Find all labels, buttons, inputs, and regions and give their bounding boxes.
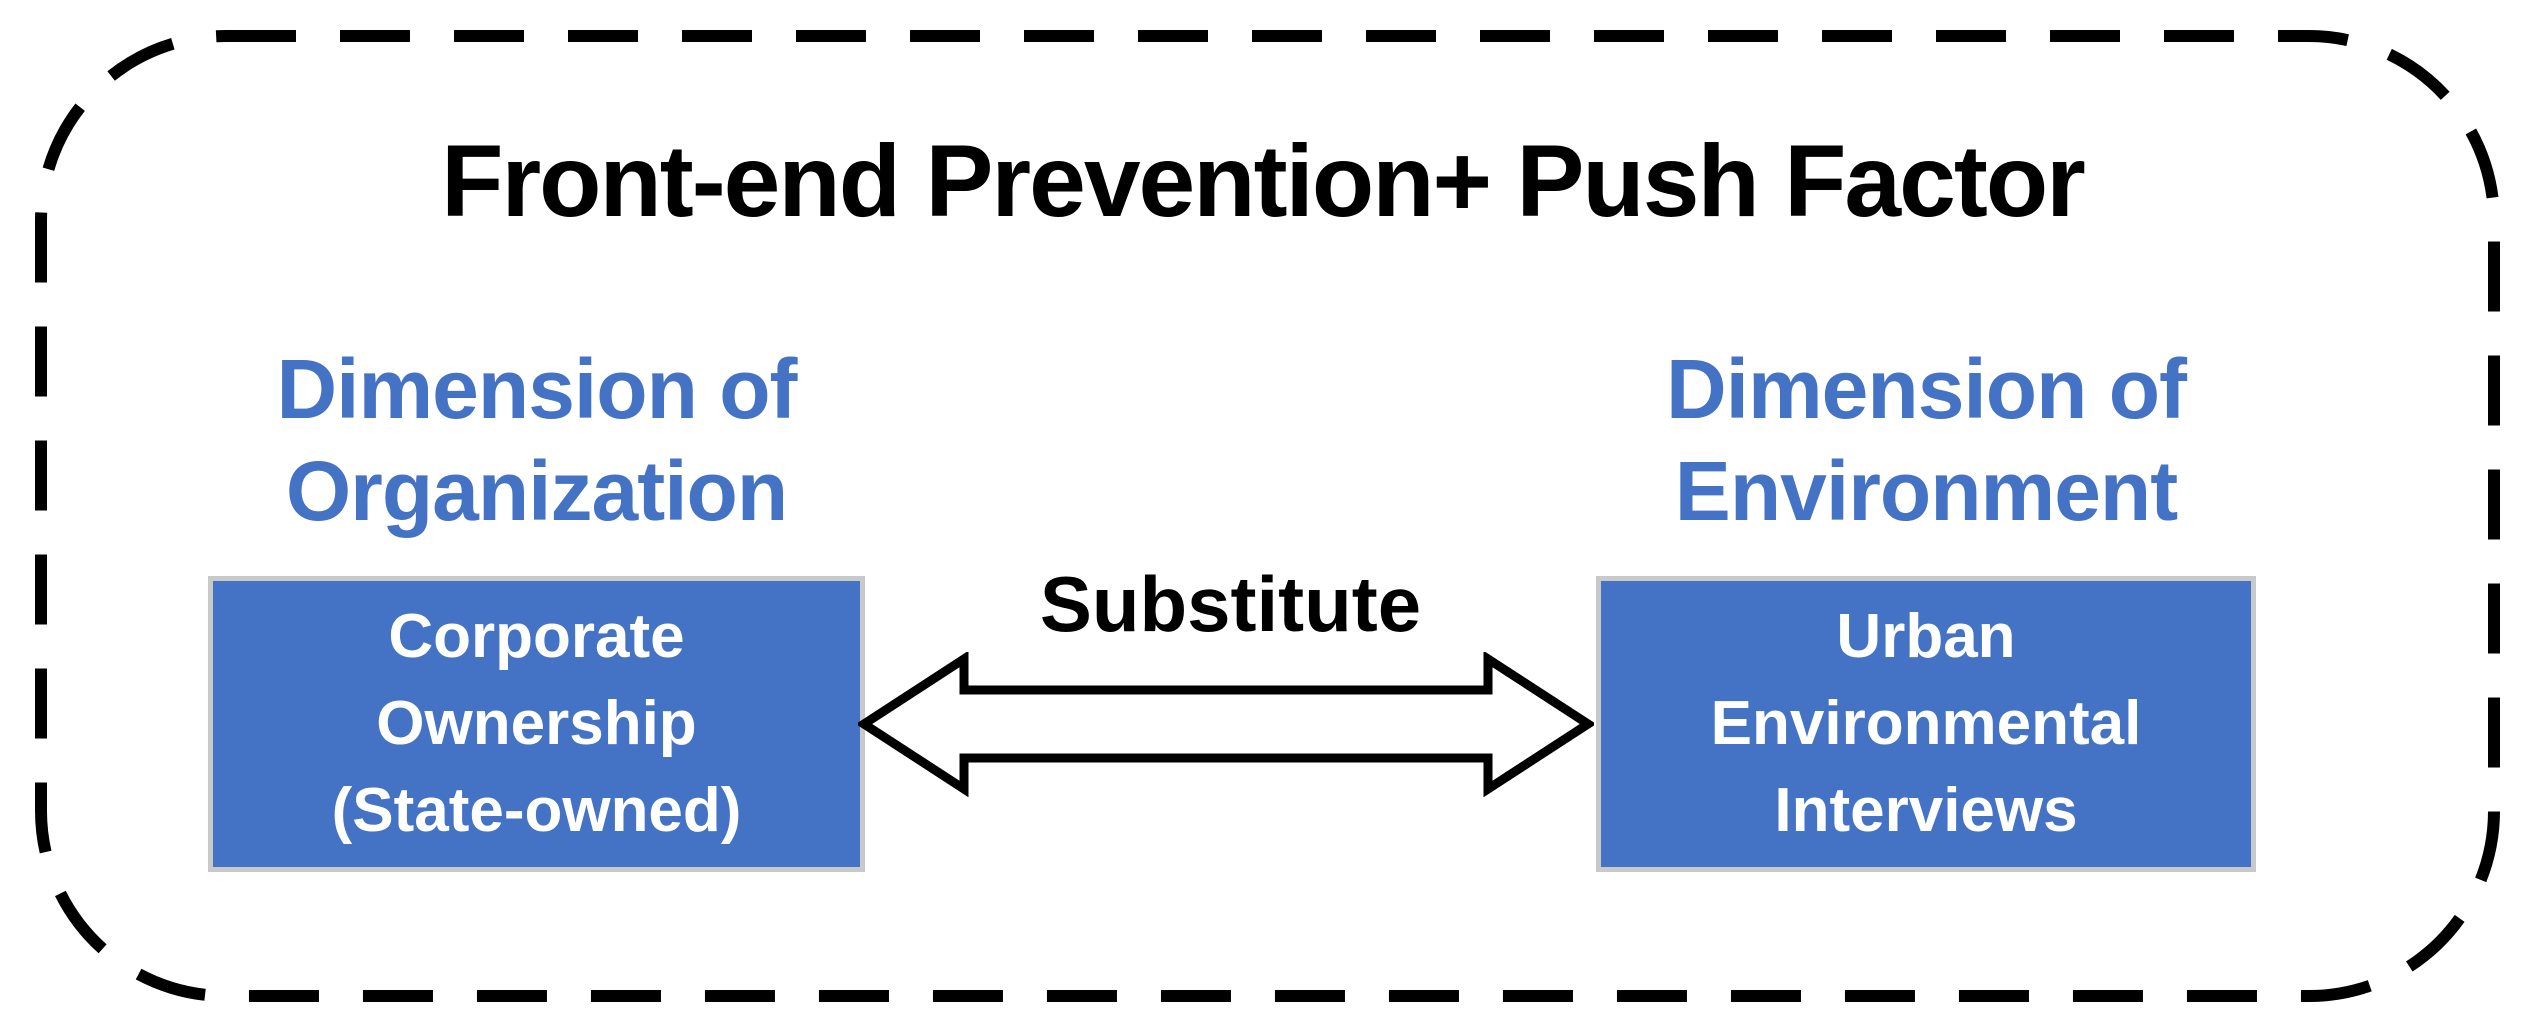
left-concept-box: Corporate Ownership (State-owned) — [208, 576, 865, 872]
right-box-line1: Urban — [1836, 602, 2016, 671]
left-dimension-heading: Dimension of Organization — [208, 338, 865, 542]
left-heading-line1: Dimension of — [276, 342, 797, 436]
right-heading-line1: Dimension of — [1665, 342, 2187, 436]
right-concept-box: Urban Environmental Interviews — [1596, 576, 2256, 872]
right-dimension-heading: Dimension of Environment — [1596, 338, 2256, 542]
diagram-title: Front-end Prevention+ Push Factor — [441, 124, 2086, 238]
double-arrow-shape — [858, 652, 1594, 797]
right-box-line3: Interviews — [1774, 776, 2078, 845]
right-box-line2: Environmental — [1710, 689, 2142, 758]
right-heading-line2: Environment — [1674, 444, 2178, 538]
connector-label: Substitute — [1039, 560, 1422, 648]
double-arrow-icon — [858, 652, 1594, 797]
dashed-rounded-rect — [35, 30, 2500, 1002]
left-box-line3: (State-owned) — [331, 776, 742, 845]
left-box-line1: Corporate — [388, 602, 685, 671]
left-box-line2: Ownership — [376, 689, 697, 758]
left-heading-line2: Organization — [285, 444, 788, 538]
